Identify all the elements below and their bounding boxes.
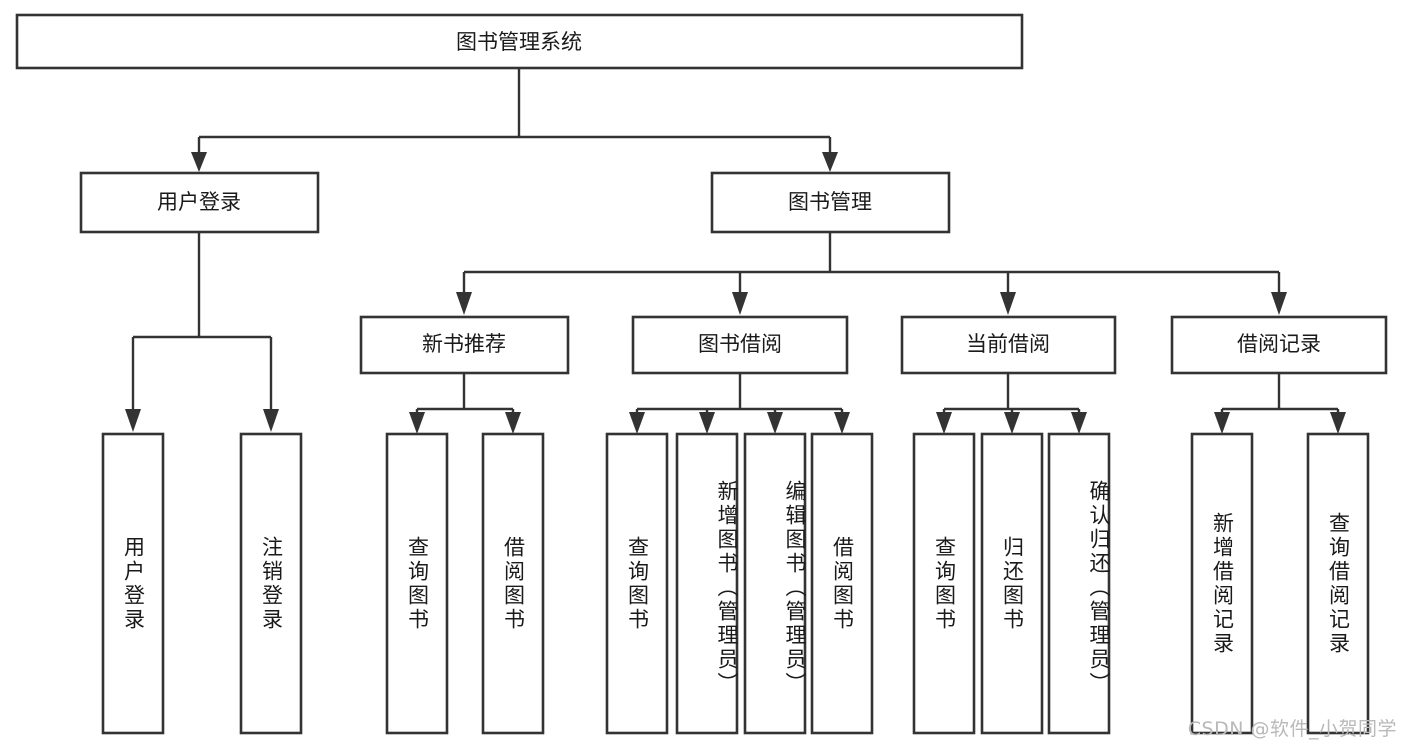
- arrow-head-bb-l2: [699, 412, 715, 434]
- root-box[interactable]: [15, 13, 1024, 70]
- leaf-box-current-borrow-1[interactable]: [980, 432, 1044, 735]
- book-management-box[interactable]: [710, 171, 951, 234]
- root-label: 图书管理系统: [456, 30, 582, 54]
- node-root[interactable]: 图书管理系统: [15, 13, 1024, 70]
- node-book-borrow[interactable]: 图书借阅: [631, 315, 849, 375]
- csdn-watermark: CSDN @软件_小贺同学: [1187, 718, 1397, 740]
- arrow-head-bm-c1: [456, 292, 472, 315]
- arrow-head-br-l1: [1214, 412, 1230, 434]
- new-book-recommend-label: 新书推荐: [422, 332, 506, 356]
- arrow-head-nbr-l1: [409, 412, 425, 434]
- leaf-box-book-borrow-2[interactable]: [743, 432, 807, 735]
- arrow-head-to-bookmgmt: [822, 152, 838, 172]
- arrow-head-cb-l2: [1004, 412, 1020, 434]
- arrow-head-bm-c4: [1271, 292, 1287, 315]
- arrow-head-login-l2: [263, 409, 279, 432]
- leaf-box-new-book-recommend-1[interactable]: [481, 432, 545, 735]
- current-borrow-label: 当前借阅: [966, 332, 1050, 356]
- leaf-box-borrow-record-1[interactable]: [1306, 432, 1370, 735]
- arrow-head-to-login: [191, 152, 207, 172]
- leaf-box-book-borrow-1[interactable]: [675, 432, 739, 735]
- node-new-book-recommend[interactable]: 新书推荐: [359, 315, 570, 375]
- borrow-record-label: 借阅记录: [1237, 332, 1321, 356]
- leaf-box-user-login-1[interactable]: [239, 432, 303, 735]
- leaf-box-current-borrow-0[interactable]: [912, 432, 976, 735]
- arrow-head-bb-l1: [629, 412, 645, 434]
- node-user-login[interactable]: 用户登录: [79, 171, 320, 234]
- leaf-box-current-borrow-2[interactable]: [1047, 432, 1111, 735]
- arrow-head-nbr-l2: [505, 412, 521, 434]
- arrow-head-login-l1: [125, 409, 141, 432]
- node-book-management[interactable]: 图书管理: [710, 171, 951, 234]
- arrow-head-cb-l3: [1071, 412, 1087, 434]
- leaf-box-book-borrow-3[interactable]: [810, 432, 874, 735]
- arrow-head-bm-c3: [1000, 292, 1016, 315]
- node-borrow-record[interactable]: 借阅记录: [1170, 315, 1388, 375]
- arrow-head-br-l2: [1330, 412, 1346, 434]
- leaf-box-book-borrow-0[interactable]: [605, 432, 669, 735]
- leaf-box-user-login-0[interactable]: [101, 432, 165, 735]
- leaf-box-new-book-recommend-0[interactable]: [385, 432, 449, 735]
- leaf-box-borrow-record-0[interactable]: [1190, 432, 1254, 735]
- arrow-head-bb-l4: [834, 412, 850, 434]
- book-management-label: 图书管理: [788, 190, 872, 214]
- borrow-record-box[interactable]: [1170, 315, 1388, 375]
- book-borrow-label: 图书借阅: [698, 332, 782, 356]
- arrow-head-bm-c2: [732, 292, 748, 315]
- user-login-label: 用户登录: [157, 190, 241, 214]
- current-borrow-box[interactable]: [900, 315, 1117, 375]
- arrow-head-cb-l1: [936, 412, 952, 434]
- node-current-borrow[interactable]: 当前借阅: [900, 315, 1117, 375]
- book-borrow-box[interactable]: [631, 315, 849, 375]
- new-book-recommend-box[interactable]: [359, 315, 570, 375]
- arrow-head-bb-l3: [767, 412, 783, 434]
